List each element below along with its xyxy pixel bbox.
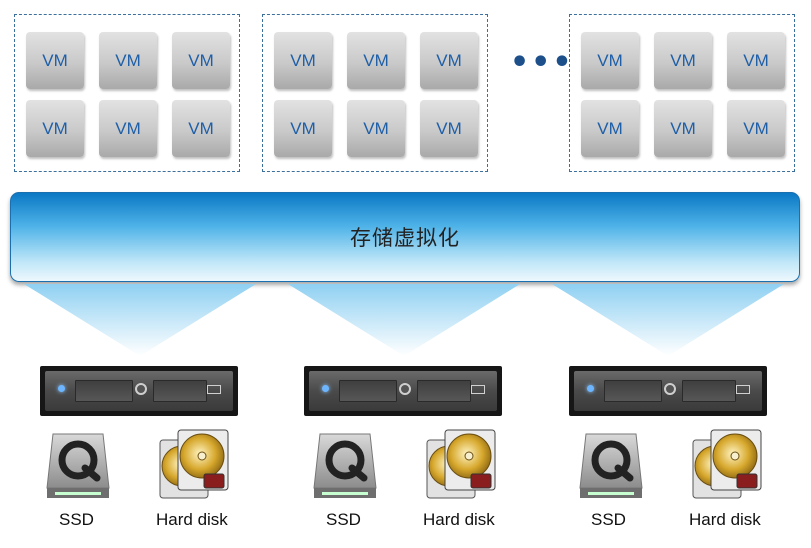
funnel-3: [552, 284, 784, 356]
funnel-2: [288, 284, 520, 356]
server-icon: [40, 366, 238, 416]
vm: VM: [420, 100, 478, 157]
ellipsis: •••: [510, 45, 574, 80]
hard-disk-label: Hard disk: [689, 510, 761, 529]
hard-disk-icon: [426, 429, 496, 499]
vm: VM: [99, 32, 157, 89]
vm: VM: [172, 100, 230, 157]
hard-disk-label: Hard disk: [156, 510, 228, 529]
server-icon: [304, 366, 502, 416]
vm: VM: [347, 32, 405, 89]
vm: VM: [654, 100, 712, 157]
server-icon: [569, 366, 767, 416]
ssd-icon: [313, 433, 377, 498]
vm: VM: [727, 100, 785, 157]
ssd-icon: [46, 433, 110, 498]
vm-group-2: VM VM VM VM VM VM: [262, 14, 488, 172]
ssd-icon: [579, 433, 643, 498]
funnel-1: [24, 284, 256, 356]
vm: VM: [420, 32, 478, 89]
ssd-label: SSD: [591, 510, 626, 529]
vm: VM: [581, 100, 639, 157]
storage-funnels: [24, 284, 784, 356]
vm-group-3: VM VM VM VM VM VM: [569, 14, 795, 172]
storage-virtualization-label: 存储虚拟化: [350, 226, 460, 250]
vm: VM: [26, 100, 84, 157]
vm: VM: [99, 100, 157, 157]
ssd-label: SSD: [326, 510, 361, 529]
vm: VM: [727, 32, 785, 89]
vm-group-1: VM VM VM VM VM VM: [14, 14, 240, 172]
vm: VM: [347, 100, 405, 157]
vm: VM: [581, 32, 639, 89]
vm: VM: [172, 32, 230, 89]
hard-disk-label: Hard disk: [423, 510, 495, 529]
vm: VM: [274, 100, 332, 157]
ssd-label: SSD: [59, 510, 94, 529]
vm: VM: [654, 32, 712, 89]
hard-disk-icon: [692, 429, 762, 499]
hard-disk-icon: [159, 429, 229, 499]
vm: VM: [26, 32, 84, 89]
vm: VM: [274, 32, 332, 89]
storage-virtualization-layer: 存储虚拟化: [10, 192, 800, 282]
